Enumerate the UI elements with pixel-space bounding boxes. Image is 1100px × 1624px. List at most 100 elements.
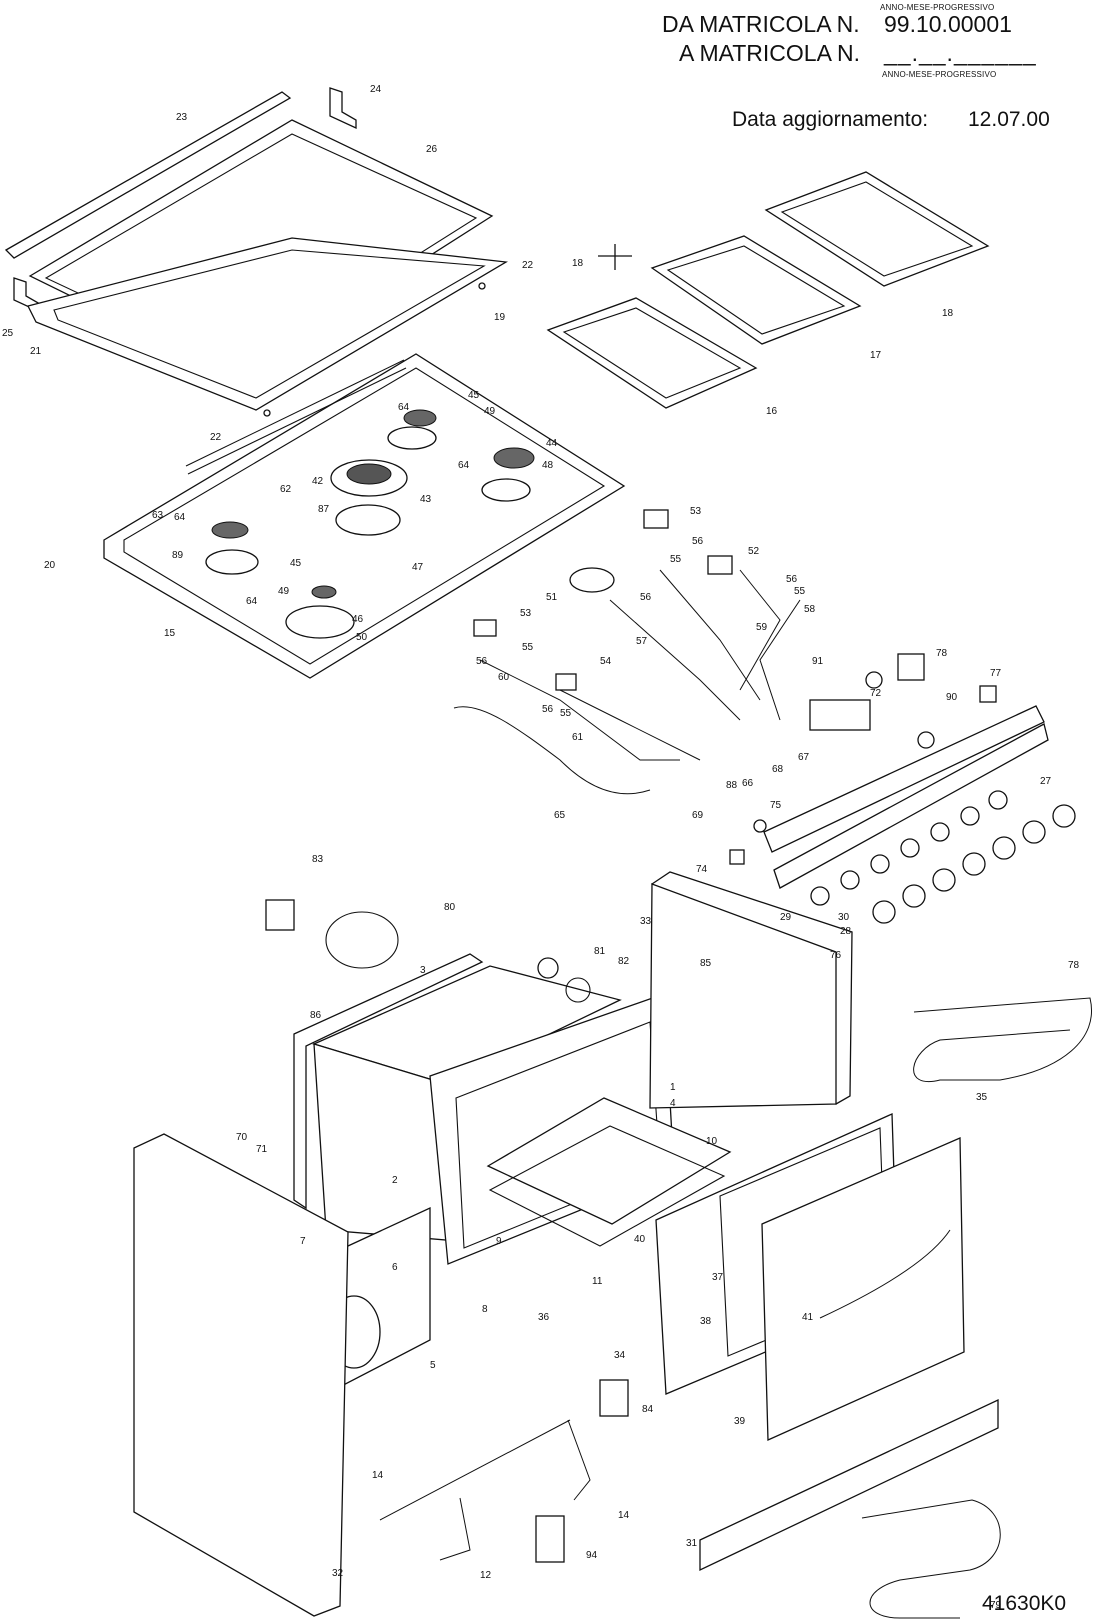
part-label: 41 (802, 1312, 814, 1323)
pan-support-16 (546, 297, 758, 409)
part-label: 79 (990, 1600, 1002, 1611)
part-label: 68 (772, 764, 784, 775)
part-label: 45 (468, 390, 480, 401)
part-label: 52 (748, 546, 760, 557)
pan-supports (546, 171, 990, 409)
part-label: 53 (520, 608, 532, 619)
serial-to-label: A MATRICOLA N. (679, 40, 861, 66)
part-label: 17 (870, 350, 882, 361)
oven-group (133, 899, 732, 1617)
hob-group (103, 353, 626, 679)
part-label: 20 (44, 560, 56, 571)
hob-plate-rim (123, 367, 606, 665)
part-label: 82 (618, 956, 630, 967)
part-label: 9 (496, 1236, 502, 1247)
part-label: 89 (172, 550, 184, 561)
part-label: 56 (542, 704, 554, 715)
part-label: 26 (426, 144, 438, 155)
part-label: 55 (794, 586, 806, 597)
spit-support-12 (439, 1497, 471, 1561)
drawing-code: 41630K0 (982, 1592, 1067, 1615)
burner-cap-wok (346, 463, 392, 485)
part-label: 3 (420, 965, 426, 976)
burner-right (481, 478, 531, 502)
part-label: 94 (586, 1550, 598, 1561)
part-label: 56 (476, 656, 488, 667)
knobs (810, 790, 1076, 924)
part-label: 86 (310, 1010, 322, 1021)
part-label: 44 (546, 438, 558, 449)
part-label: 56 (692, 536, 704, 547)
serial-to-caption: ANNO-MESE-PROGRESSIVO (882, 70, 997, 79)
part-label: 43 (420, 494, 432, 505)
ring-90 (917, 731, 935, 749)
burner-rear-center (387, 426, 437, 450)
serial-from-value: 99.10.00001 (884, 11, 1012, 37)
burner-cap-63 (211, 521, 249, 539)
update-date: 12.07.00 (968, 108, 1050, 131)
part-label: 55 (560, 708, 572, 719)
part-label: 88 (726, 780, 738, 791)
valve-53 (643, 509, 669, 529)
lamp-75 (753, 819, 767, 833)
part-label: 34 (614, 1350, 626, 1361)
baking-tray-10 (486, 1097, 732, 1225)
part-label: 30 (838, 912, 850, 923)
switch-77 (979, 685, 997, 703)
part-label: 87 (318, 504, 330, 515)
door-group (379, 871, 1092, 1619)
rotisserie-spit (379, 1419, 571, 1521)
part-label: 48 (542, 460, 554, 471)
lamp-glass-82 (565, 977, 591, 1003)
valve-52 (707, 555, 733, 575)
part-label: 36 (538, 1312, 550, 1323)
part-label: 19 (494, 312, 506, 323)
part-label: 59 (756, 622, 768, 633)
part-label: 91 (812, 656, 824, 667)
part-labels: 1 2 3 4 5 6 7 8 9 10 11 12 14 14 15 16 1… (2, 84, 1080, 1611)
burner-left (205, 549, 259, 575)
pan-adapter-18 (598, 244, 632, 270)
part-label: 14 (372, 1470, 384, 1481)
lid-frame (27, 237, 509, 411)
part-label: 60 (498, 672, 510, 683)
part-label: 64 (174, 512, 186, 523)
part-label: 55 (670, 554, 682, 565)
part-label: 23 (176, 112, 188, 123)
part-label: 85 (700, 958, 712, 969)
serial-to-value: __.__.______ (884, 40, 1037, 66)
control-panel-face (773, 723, 1049, 889)
part-label: 12 (480, 1570, 492, 1581)
part-label: 28 (840, 926, 852, 937)
part-label: 25 (2, 328, 14, 339)
part-label: 66 (742, 778, 754, 789)
ring-91 (865, 671, 883, 689)
kickplate-31 (699, 1398, 999, 1572)
update-label: Data aggiornamento: (732, 108, 929, 131)
motor-94 (535, 1515, 565, 1563)
part-label: 33 (640, 916, 652, 927)
wire-shelf-11 (488, 1125, 726, 1247)
spit-motor-84 (599, 1379, 629, 1417)
door-handle-41 (819, 1229, 951, 1319)
burner-cap-46 (311, 585, 337, 599)
part-label: 56 (786, 574, 798, 585)
part-label: 24 (370, 84, 382, 95)
part-label: 21 (30, 346, 42, 357)
part-label: 6 (392, 1262, 398, 1273)
part-label: 16 (766, 406, 778, 417)
part-label: 2 (392, 1175, 398, 1186)
grill-element-78 (913, 997, 1092, 1083)
part-label: 32 (332, 1568, 344, 1579)
part-label: 38 (700, 1316, 712, 1327)
part-label: 62 (280, 484, 292, 495)
pan-support-16-inner (562, 307, 742, 399)
part-label: 71 (256, 1144, 268, 1155)
part-label: 45 (290, 558, 302, 569)
fan-motor-83 (265, 899, 295, 931)
terminal-block-72 (809, 699, 871, 731)
part-label: 39 (734, 1416, 746, 1427)
part-label: 83 (312, 854, 324, 865)
side-panel-32 (133, 1133, 349, 1617)
part-label: 58 (804, 604, 816, 615)
